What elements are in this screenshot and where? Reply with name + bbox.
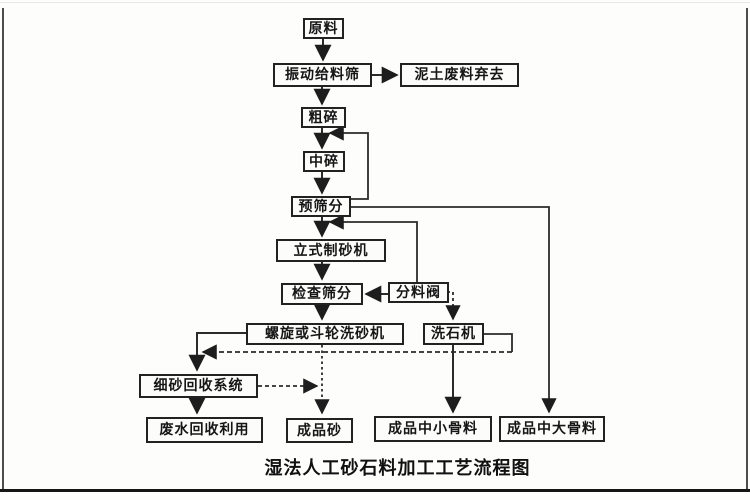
frame-border-top (0, 2, 750, 3)
edge-sand-washer-to-fine-sand-recovery (188, 332, 246, 372)
node-check-screening: 检查筛分 (281, 283, 363, 305)
edge-splitter-valve-return-to-vertical-sand-maker (328, 214, 418, 282)
node-soil-waste-discard: 泥土废料弃去 (400, 63, 519, 87)
node-fine-sand-recovery-system: 细砂回收系统 (139, 374, 258, 398)
edge-stone-washer-overflow-hook (484, 333, 513, 352)
node-finished-mid-large-aggregate: 成品中大骨料 (499, 416, 605, 442)
frame-border-right (746, 8, 748, 492)
node-pre-screening: 预筛分 (291, 196, 351, 217)
node-finished-sand: 成品砂 (286, 418, 353, 443)
node-wastewater-recycling: 废水回收利用 (146, 417, 263, 443)
edge-pre-screening-to-finished-mid-large-aggregate (351, 206, 557, 414)
frame-border-left (2, 8, 4, 492)
frame-border-bottom (0, 489, 750, 492)
node-spiral-bucket-sand-washer: 螺旋或斗轮洗砂机 (246, 323, 404, 345)
node-medium-crushing: 中碎 (303, 151, 345, 172)
node-raw-material: 原料 (303, 18, 344, 39)
node-coarse-crushing: 粗碎 (301, 107, 346, 128)
node-vertical-sand-maker: 立式制砂机 (276, 239, 386, 262)
node-stone-washer: 洗石机 (423, 323, 484, 345)
node-splitter-valve: 分料阀 (388, 282, 449, 303)
node-vibrating-feeder: 振动给料筛 (273, 63, 372, 87)
node-finished-mid-small-aggregate: 成品中小骨料 (374, 416, 492, 442)
diagram-title: 湿法人工砂石料加工工艺流程图 (264, 458, 531, 479)
edge-pre-screening-return-to-medium-crushing (328, 125, 369, 200)
edge-splitter-valve-to-stone-washer (445, 291, 461, 321)
